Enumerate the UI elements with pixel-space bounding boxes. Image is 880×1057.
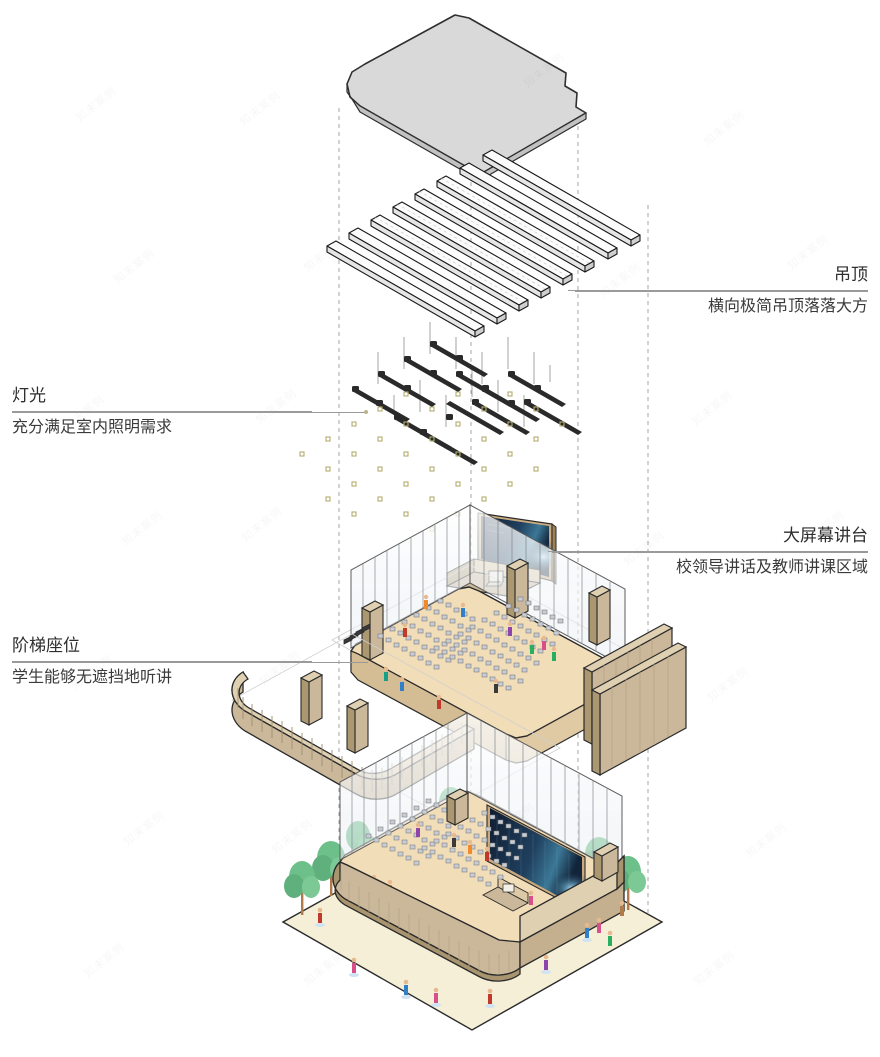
downlight-grid bbox=[299, 391, 565, 532]
people-figures-interior bbox=[371, 822, 534, 905]
balcony-piers bbox=[299, 670, 370, 754]
callout-tiered-seating-desc: 学生能够无遮挡地听讲 bbox=[12, 669, 173, 687]
callout-lighting-desc: 充分满足室内照明需求 bbox=[12, 419, 173, 437]
callout-ceiling: 吊顶 横向极简吊顶落落大方 bbox=[568, 264, 868, 318]
curtain-wall-back-right bbox=[469, 504, 626, 668]
callout-lighting: 灯光 充分满足室内照明需求 bbox=[12, 385, 312, 439]
interior-podium bbox=[482, 876, 529, 912]
callout-ceiling-desc: 横向极简吊顶落落大方 bbox=[707, 298, 868, 316]
interior-big-screen bbox=[486, 804, 586, 914]
callout-lighting-rule bbox=[12, 411, 312, 413]
callout-screen-podium: 大屏幕讲台 校领导讲话及教师讲课区域 bbox=[548, 525, 868, 579]
callout-screen-podium-desc: 校领导讲话及教师讲课区域 bbox=[675, 559, 868, 577]
callout-screen-podium-title: 大屏幕讲台 bbox=[783, 526, 868, 545]
facade-front-left bbox=[332, 860, 521, 982]
lighting-layer bbox=[299, 322, 582, 532]
leader-endpoint-lighting bbox=[364, 410, 368, 414]
ceiling-slats-layer bbox=[326, 149, 641, 338]
leader-line-screen-podium bbox=[552, 552, 868, 553]
balcony-wall-right bbox=[590, 642, 688, 777]
callout-tiered-seating-rule bbox=[12, 661, 312, 663]
callout-ceiling-title: 吊顶 bbox=[834, 265, 868, 284]
callout-lighting-title: 灯光 bbox=[12, 386, 46, 405]
roof-slab-layer bbox=[346, 14, 587, 179]
interior-stair bbox=[343, 623, 371, 645]
leader-line-tiered-seating bbox=[12, 662, 368, 663]
leader-line-lighting bbox=[12, 412, 366, 413]
callout-screen-podium-rule bbox=[548, 551, 868, 553]
callout-tiered-seating-title: 阶梯座位 bbox=[12, 636, 80, 655]
leader-line-ceiling bbox=[575, 291, 868, 292]
people-figures-exterior bbox=[315, 900, 625, 1008]
people-figures-seating bbox=[383, 594, 557, 709]
callout-tiered-seating: 阶梯座位 学生能够无遮挡地听讲 bbox=[12, 635, 312, 689]
track-light-fixtures bbox=[352, 322, 582, 465]
callout-ceiling-rule bbox=[568, 290, 868, 292]
assembled-building-layer bbox=[281, 712, 664, 1031]
